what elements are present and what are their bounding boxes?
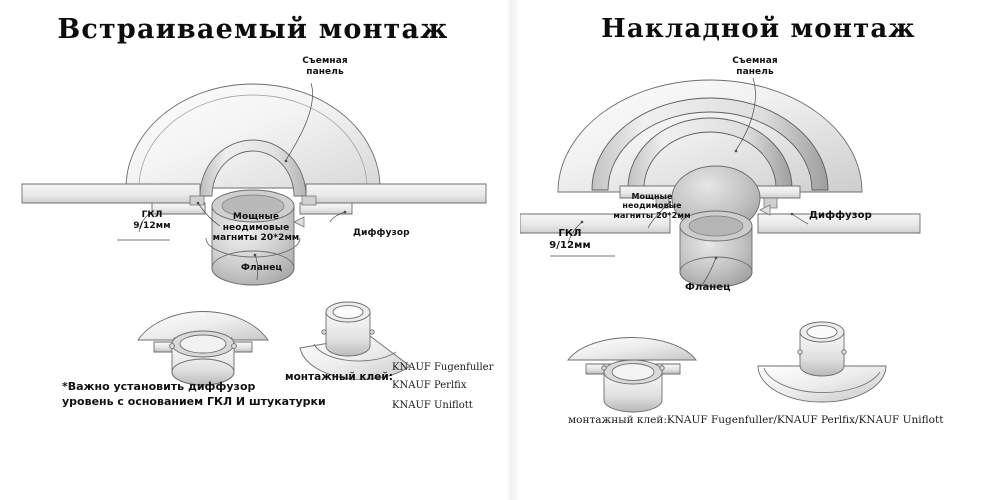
surface-mount-drawing (520, 77, 921, 413)
panel-title-surface: Накладной монтаж (601, 14, 916, 44)
label-magnets-left: Мощные неодимовые магниты 20*2мм (212, 212, 300, 244)
label-flange-left: Фланец (241, 263, 283, 273)
glue-caption-left: монтажный клей: (285, 371, 393, 383)
glue-item-0-left: KNAUF Fugenfuller (392, 362, 494, 373)
label-removable-panel-right: Съемная панель (732, 56, 778, 77)
glue-item-1-left: KNAUF Perlfix (392, 380, 467, 391)
glue-line-right: монтажный клей:KNAUF Fugenfuller/KNAUF P… (568, 414, 944, 426)
panel-surface-mount: Накладной монтаж (520, 0, 997, 500)
install-note-left: *Важно установить диффузор уровень с осн… (62, 380, 326, 408)
label-drywall-right: ГКЛ 9/12мм (549, 228, 591, 251)
panel-recessed-mount: Встраиваемый монтаж (21, 14, 494, 411)
recessed-mount-drawing (21, 82, 487, 386)
label-magnets-right: Мощные неодимовые магниты 20*2мм (613, 192, 691, 220)
label-diffuser-left: Диффузор (353, 228, 410, 238)
label-flange-right: Фланец (685, 282, 731, 293)
glue-item-2-left: KNAUF Uniflott (392, 400, 473, 411)
panel-divider (506, 0, 520, 500)
label-removable-panel-left: Съемная панель (302, 56, 348, 77)
label-drywall-left: ГКЛ 9/12мм (133, 210, 171, 231)
panel-title-recessed: Встраиваемый монтаж (57, 14, 449, 45)
label-diffuser-right: Диффузор (809, 210, 872, 221)
